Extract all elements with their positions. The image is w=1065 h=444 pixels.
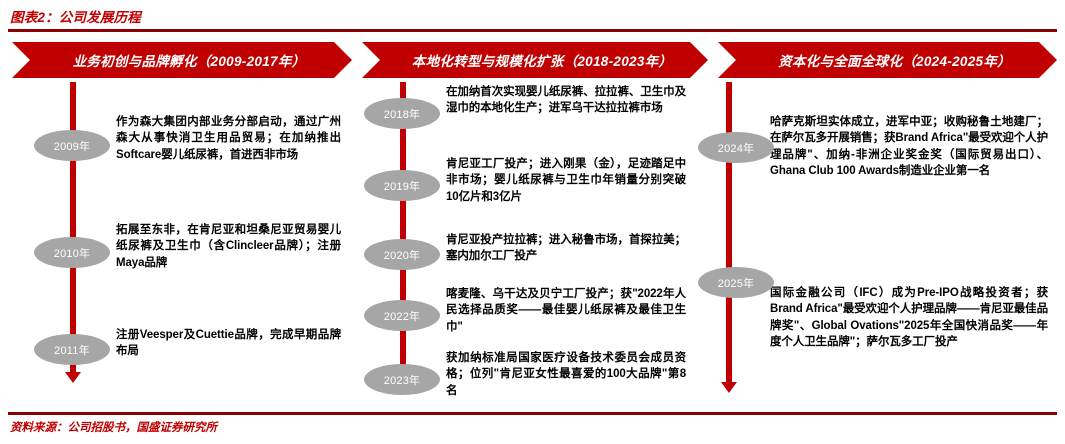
timeline-axis-1	[70, 82, 76, 372]
event-year-marker[interactable]: 2010年	[34, 237, 110, 268]
timeline-arrowhead-3	[721, 382, 737, 393]
source-note: 资料来源：公司招股书，国盛证券研究所	[10, 422, 217, 434]
event-description: 作为森大集团内部业务分部启动，通过广州森大从事快消卫生用品贸易；在加纳推出Sof…	[116, 116, 341, 161]
footer-divider	[8, 412, 1057, 415]
event-year-marker[interactable]: 2009年	[34, 130, 110, 161]
phase-chevron-2[interactable]: 本地化转型与规模化扩张（2018-2023年）	[362, 42, 708, 78]
phase-chevron-3[interactable]: 资本化与全面全球化（2024-2025年）	[718, 42, 1057, 78]
event-year-marker[interactable]: 2025年	[698, 267, 774, 298]
title-divider	[8, 29, 1057, 32]
event-year-marker[interactable]: 2024年	[698, 132, 774, 163]
event-description: 获加纳标准局国家医疗设备技术委员会成员资格；位列"肯尼亚女性最喜爱的100大品牌…	[446, 352, 686, 397]
timeline-axis-2	[400, 82, 406, 372]
timeline-arrowhead-1	[65, 372, 81, 383]
event-year-marker[interactable]: 2020年	[364, 239, 440, 270]
event-description: 注册Veesper及Cuettie品牌，完成早期品牌布局	[116, 329, 341, 358]
event-year-marker[interactable]: 2019年	[364, 170, 440, 201]
event-description: 拓展至东非，在肯尼亚和坦桑尼亚贸易婴儿纸尿裤及卫生巾（含Clincleer品牌）…	[116, 224, 341, 269]
timeline-column-2: 在加纳首次实现婴儿纸尿裤、拉拉裤、卫生巾及湿巾的本地化生产；进军乌干达拉拉裤市场…	[362, 82, 698, 397]
event-description: 肯尼亚投产拉拉裤；进入秘鲁市场，首探拉美；塞内加尔工厂投产	[446, 234, 686, 263]
event-year-marker[interactable]: 2011年	[34, 334, 110, 365]
event-year-marker[interactable]: 2023年	[364, 364, 440, 395]
event-description: 哈萨克斯坦实体成立，进军中亚；收购秘鲁土地建厂；在萨尔瓦多开展销售；获Brand…	[770, 116, 1048, 177]
event-description: 国际金融公司（IFC）成为Pre-IPO战略投资者；获Brand Africa"…	[770, 287, 1048, 348]
phase-label-2: 本地化转型与规模化扩张（2018-2023年）	[411, 54, 673, 69]
event-description: 肯尼亚工厂投产；进入刚果（金），足迹踏足中非市场；婴儿纸尿裤与卫生巾年销量分别突…	[446, 158, 686, 203]
timeline-axis-3	[726, 82, 732, 382]
timeline-column-3: 哈萨克斯坦实体成立，进军中亚；收购秘鲁土地建厂；在萨尔瓦多开展销售；获Brand…	[698, 82, 1057, 394]
phase-header-bar: 业务初创与品牌孵化（2009-2017年） 本地化转型与规模化扩张（2018-2…	[12, 42, 1057, 78]
event-description: 在加纳首次实现婴儿纸尿裤、拉拉裤、卫生巾及湿巾的本地化生产；进军乌干达拉拉裤市场	[446, 86, 686, 115]
timeline-column-1: 作为森大集团内部业务分部启动，通过广州森大从事快消卫生用品贸易；在加纳推出Sof…	[12, 82, 352, 394]
phase-label-1: 业务初创与品牌孵化（2009-2017年）	[72, 54, 306, 69]
page-title: 图表2：公司发展历程	[10, 10, 142, 25]
phase-chevron-1[interactable]: 业务初创与品牌孵化（2009-2017年）	[12, 42, 352, 78]
event-year-marker[interactable]: 2018年	[364, 98, 440, 129]
event-description: 喀麦隆、乌干达及贝宁工厂投产；获"2022年人民选择品质奖——最佳婴儿纸尿裤及最…	[446, 288, 686, 333]
phase-label-3: 资本化与全面全球化（2024-2025年）	[778, 54, 1011, 69]
event-year-marker[interactable]: 2022年	[364, 300, 440, 331]
